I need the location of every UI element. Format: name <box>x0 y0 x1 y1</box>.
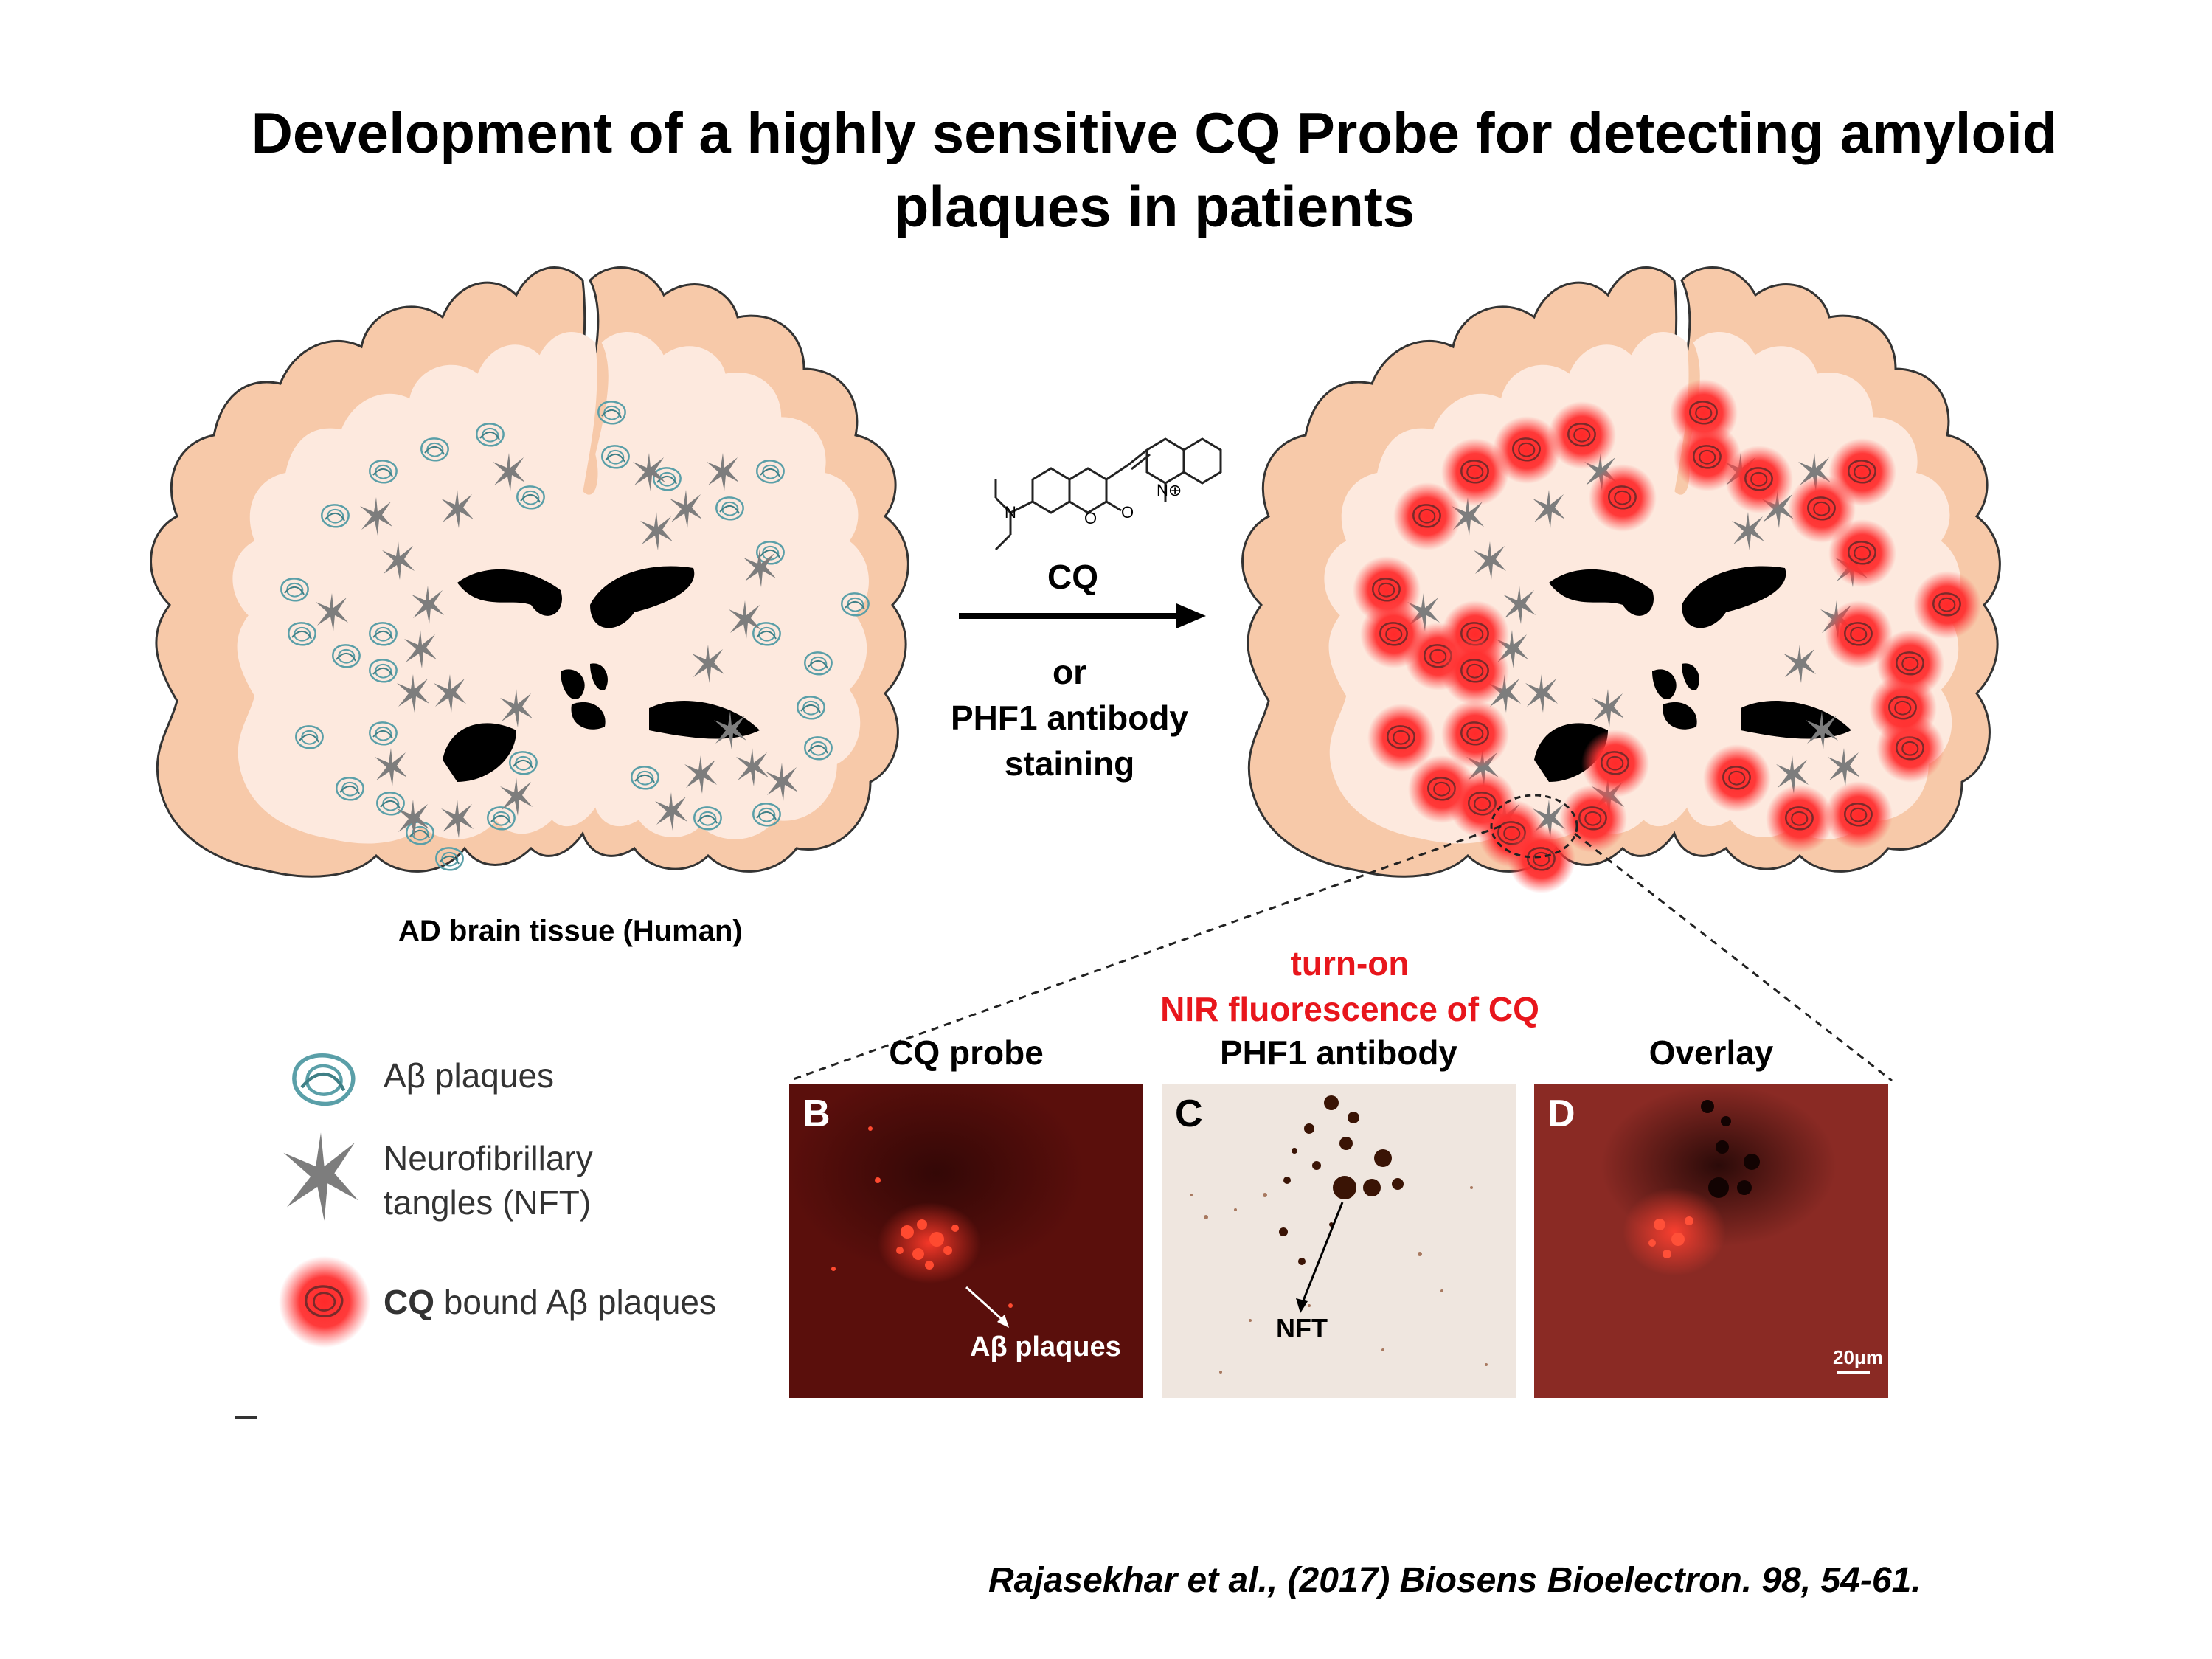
turn-on-label: turn-on NIR fluorescence of CQ <box>1062 941 1637 1032</box>
panel-b-annotation: Aβ plaques <box>970 1331 1121 1363</box>
panel-b-image: B Aβ plaques <box>789 1084 1143 1398</box>
panel-d-title: Overlay <box>1534 1033 1888 1073</box>
legend-cq-rest: bound Aβ plaques <box>434 1283 716 1321</box>
panel-c-letter: C <box>1175 1092 1203 1136</box>
divider-mark <box>235 1416 257 1419</box>
panel-d-image: D 20μm <box>1534 1084 1888 1398</box>
legend-nft-label: Neurofibrillary tangles (NFT) <box>384 1136 593 1225</box>
legend-nft-line-2: tangles (NFT) <box>384 1180 593 1225</box>
panel-c-annotation: NFT <box>1276 1313 1328 1344</box>
plaque-icon <box>288 1047 361 1114</box>
turn-on-line-1: turn-on <box>1062 941 1637 986</box>
panel-b-title: CQ probe <box>789 1033 1143 1073</box>
legend-cq-bold: CQ <box>384 1283 434 1321</box>
nft-icon <box>273 1129 369 1225</box>
cq-bound-plaque-icon <box>277 1254 372 1350</box>
turn-on-line-2: NIR fluorescence of CQ <box>1062 986 1637 1032</box>
panel-d-letter: D <box>1547 1092 1575 1136</box>
legend-nft-line-1: Neurofibrillary <box>384 1136 593 1180</box>
panel-c-title: PHF1 antibody <box>1162 1033 1516 1073</box>
citation: Rajasekhar et al., (2017) Biosens Bioele… <box>988 1560 1921 1601</box>
panel-c-image: C NFT <box>1162 1084 1516 1398</box>
legend-plaques-label: Aβ plaques <box>384 1053 554 1098</box>
legend-cq-label: CQ bound Aβ plaques <box>384 1280 716 1324</box>
scale-bar-label: 20μm <box>1833 1346 1883 1369</box>
panel-b-letter: B <box>802 1092 831 1136</box>
